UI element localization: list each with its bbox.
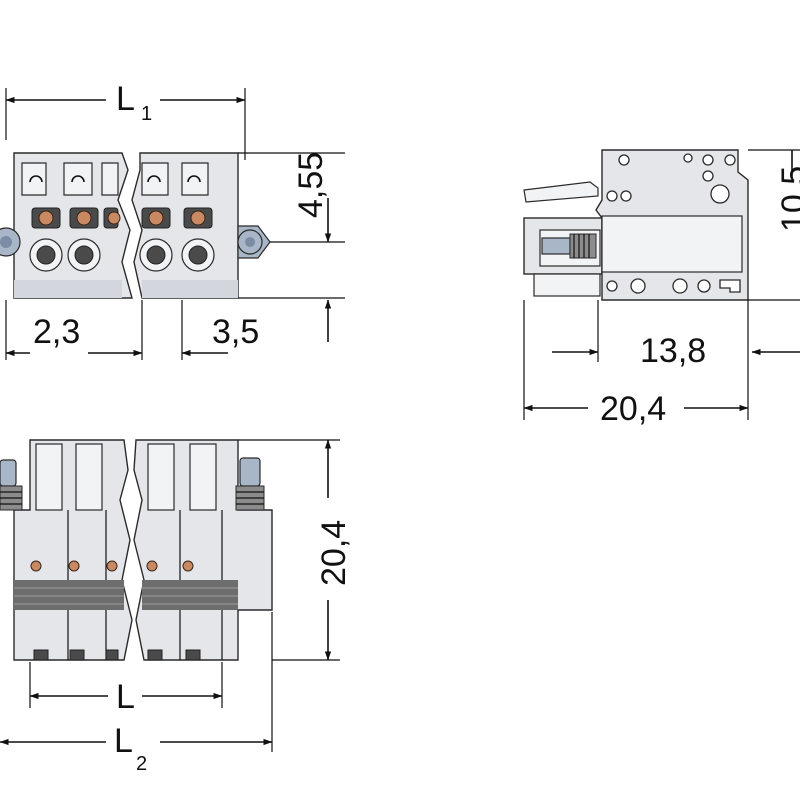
side-view: 13,8 20,4 10,5 <box>523 149 800 428</box>
l2-subscript: 2 <box>136 753 147 775</box>
bottom-pins <box>33 649 201 661</box>
key-columns <box>35 443 217 511</box>
flange-screw-left <box>0 227 21 257</box>
depth-13-8-label: 13,8 <box>640 332 706 370</box>
left-flange-screw <box>0 459 23 511</box>
grip-band <box>14 580 238 610</box>
flange-screw-right <box>237 225 271 259</box>
top-view: 20,4 L L 2 <box>0 439 353 775</box>
height-20-4-label: 20,4 <box>315 520 353 586</box>
depth-20-4-label: 20,4 <box>600 390 666 428</box>
l-label: L <box>116 678 135 716</box>
l2-label: L <box>114 722 133 760</box>
screw-heads <box>30 560 194 572</box>
side-holes <box>606 153 741 294</box>
front-view: L 1 4,55 2,3 3,5 <box>0 80 345 360</box>
partial-height-label: 10,5 <box>775 166 800 232</box>
thread <box>569 233 597 259</box>
offset-3-5-label: 3,5 <box>212 313 259 351</box>
offset-2-3-label: 2,3 <box>33 313 80 351</box>
height-4-55-label: 4,55 <box>292 152 330 218</box>
l1-label: L <box>116 80 135 118</box>
top-slots <box>21 162 209 196</box>
l1-subscript: 1 <box>141 103 152 125</box>
wire-entries <box>29 238 215 272</box>
right-flange-screw <box>235 457 265 511</box>
terminal-screws <box>31 207 213 229</box>
